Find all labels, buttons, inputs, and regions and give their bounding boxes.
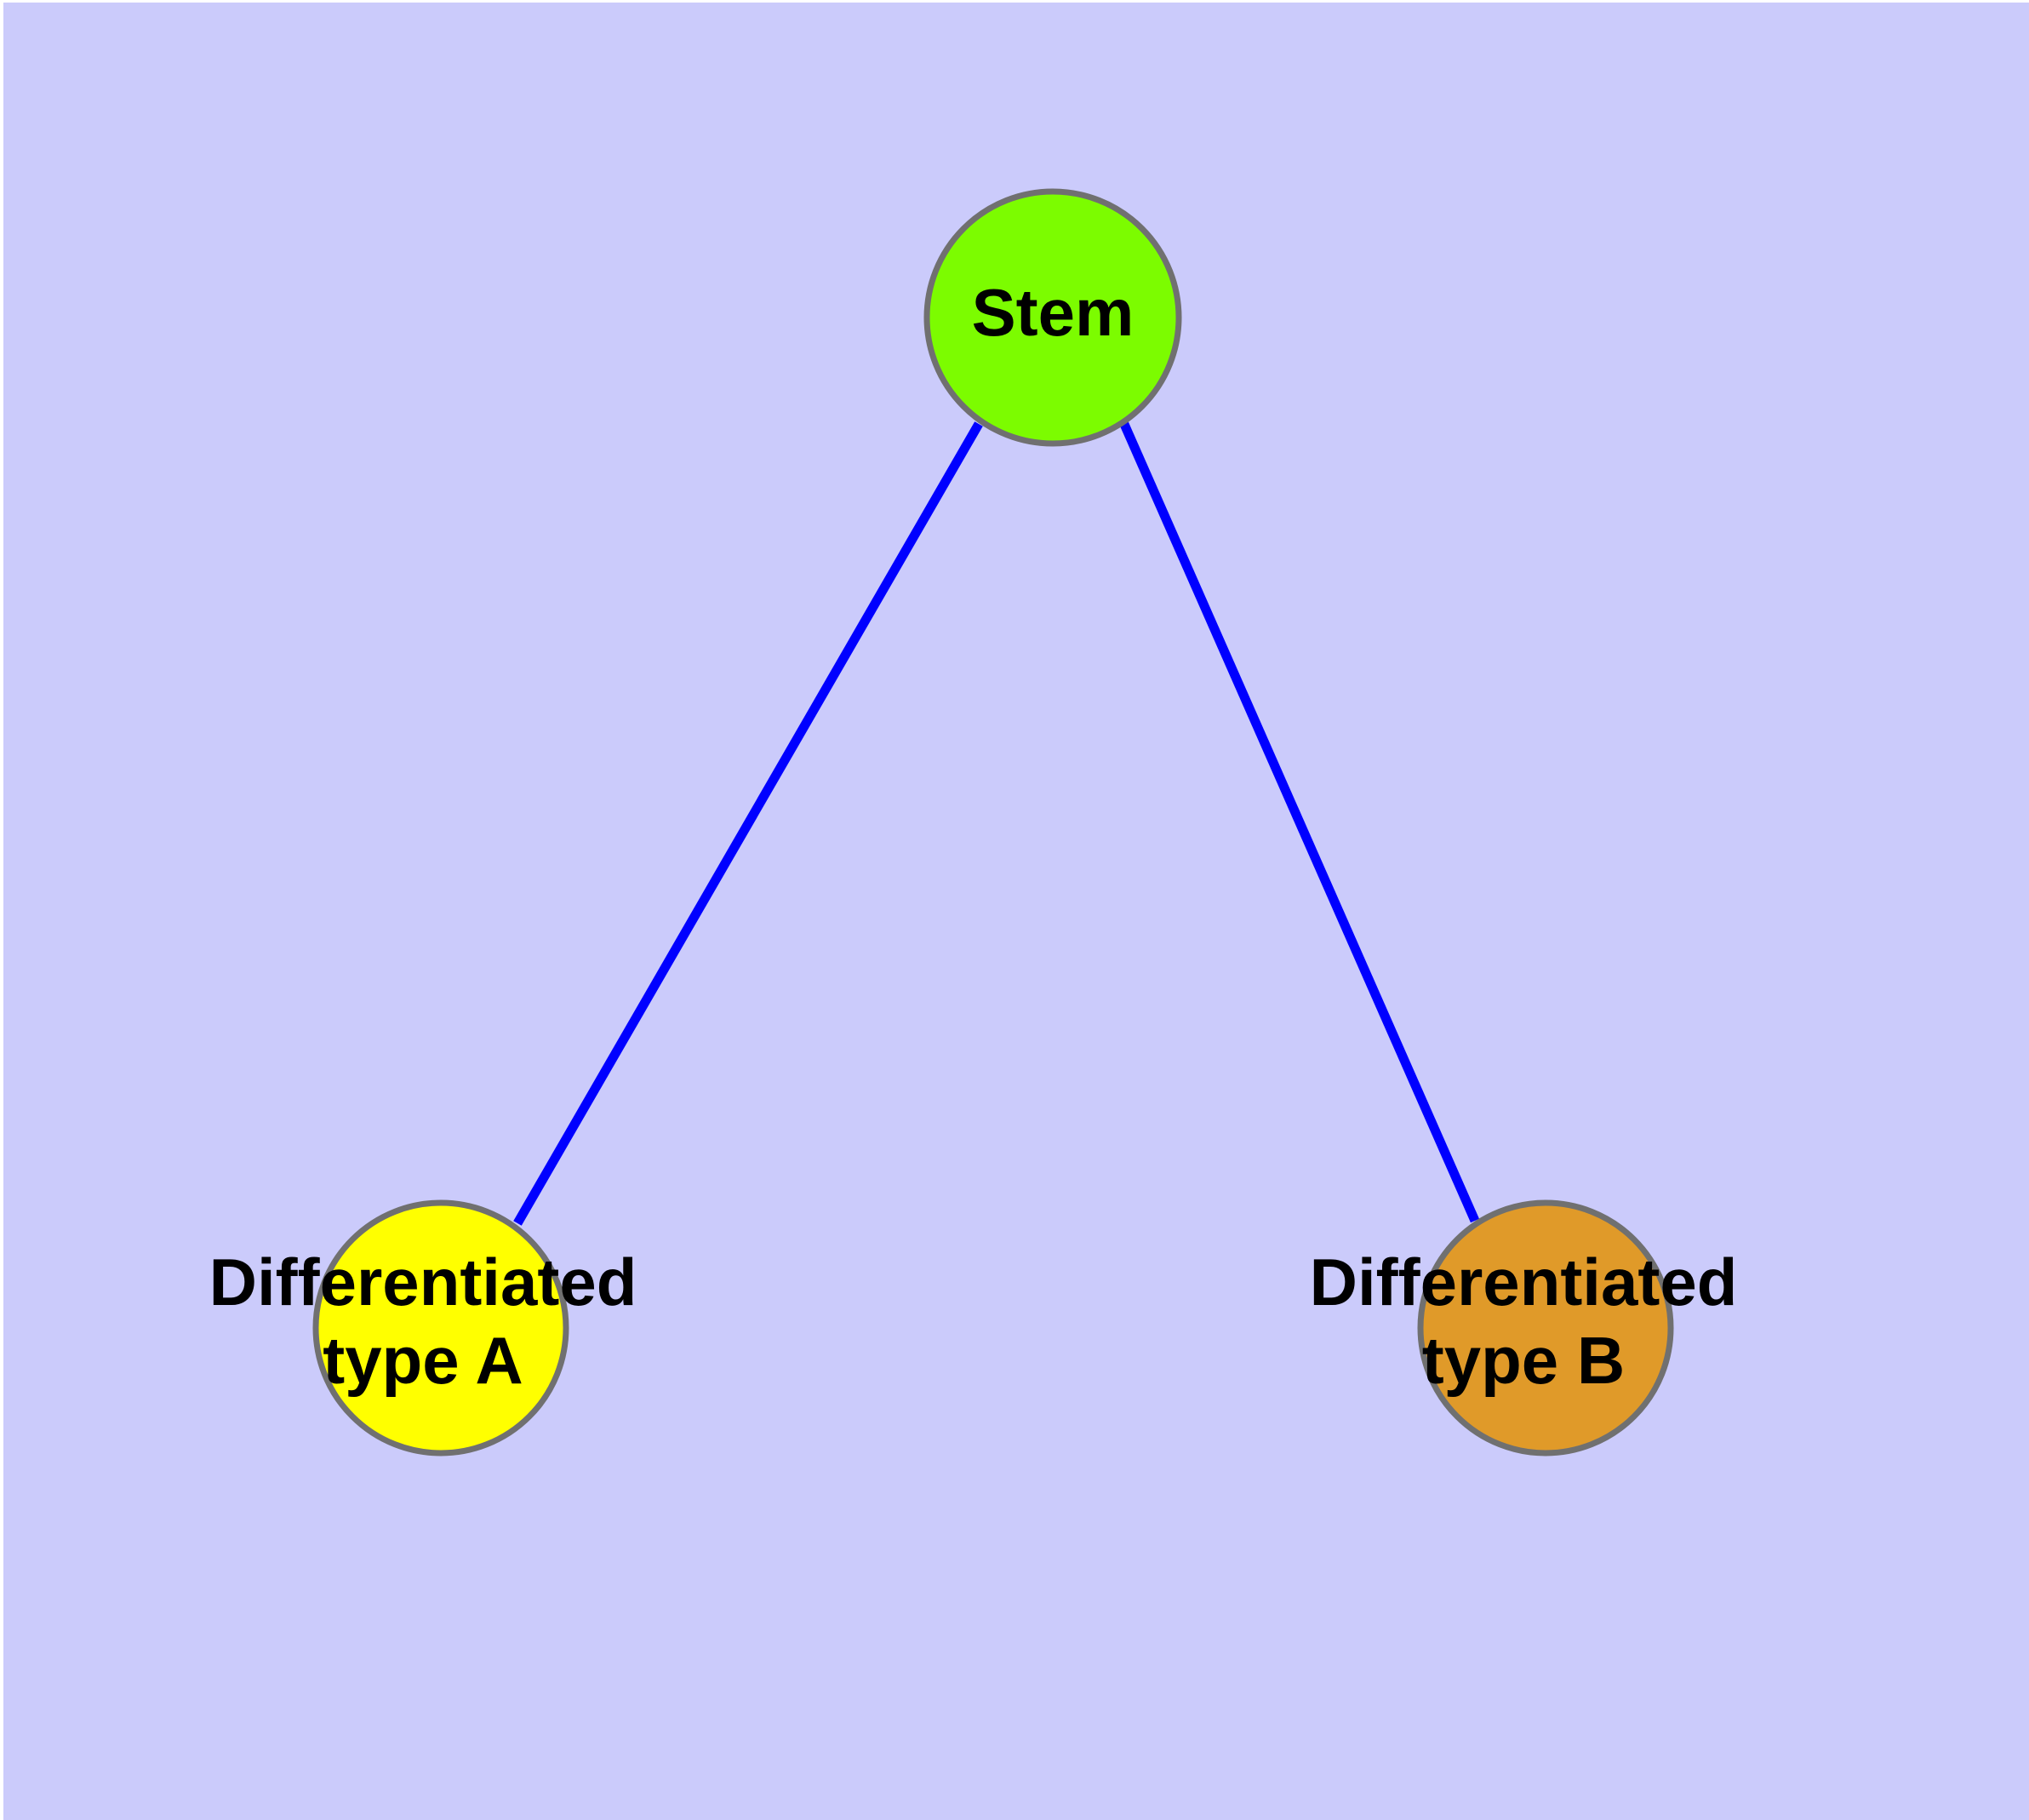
node-differentiated-type-b[interactable]	[1417, 1199, 1674, 1457]
node-differentiated-type-a[interactable]	[312, 1199, 569, 1457]
node-stem-circle[interactable]	[923, 188, 1182, 447]
node-differentiated-type-a-circle[interactable]	[312, 1199, 569, 1457]
edge-stem-to-differentiated-type-a[interactable]	[513, 421, 983, 1226]
edge-stem-to-differentiated-type-b[interactable]	[1118, 420, 1480, 1223]
node-stem-label: Stem	[972, 275, 1135, 350]
nodes-group	[312, 188, 1674, 1457]
edges-group	[513, 420, 1480, 1226]
node-differentiated-type-b-circle[interactable]	[1417, 1199, 1674, 1457]
node-stem[interactable]	[923, 188, 1182, 447]
